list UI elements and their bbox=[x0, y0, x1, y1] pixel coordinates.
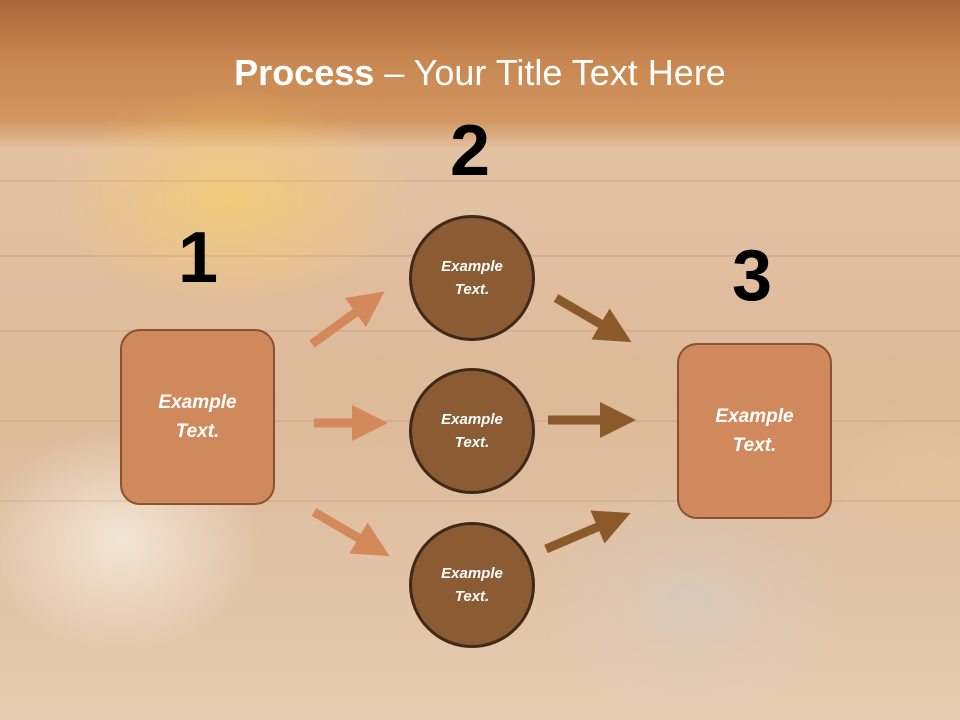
arrow-top-to-right bbox=[553, 294, 632, 343]
slide-title: Process – Your Title Text Here bbox=[0, 52, 960, 94]
left-box-line1: Example bbox=[158, 392, 237, 413]
right-box-line2: Text. bbox=[732, 435, 777, 456]
circle-bottom-line1: Example bbox=[441, 565, 503, 582]
step-number-3: 3 bbox=[732, 236, 773, 316]
circle-middle-line2: Text. bbox=[454, 434, 490, 451]
left-box-line2: Text. bbox=[175, 421, 220, 442]
arrow-left-to-bottom bbox=[311, 508, 390, 557]
step-number-1: 1 bbox=[178, 218, 219, 298]
circle-top-line1: Example bbox=[441, 258, 503, 275]
circle-middle-line1: Example bbox=[441, 411, 503, 428]
circle-bottom-line2: Text. bbox=[454, 588, 490, 605]
title-rest: – Your Title Text Here bbox=[374, 52, 726, 93]
arrow-left-to-top bbox=[309, 291, 385, 348]
arrow-bottom-to-right bbox=[544, 510, 631, 554]
right-box-line1: Example bbox=[715, 406, 794, 427]
step-number-2: 2 bbox=[450, 111, 491, 191]
circle-top-line2: Text. bbox=[454, 281, 490, 298]
title-bold: Process bbox=[234, 52, 375, 93]
